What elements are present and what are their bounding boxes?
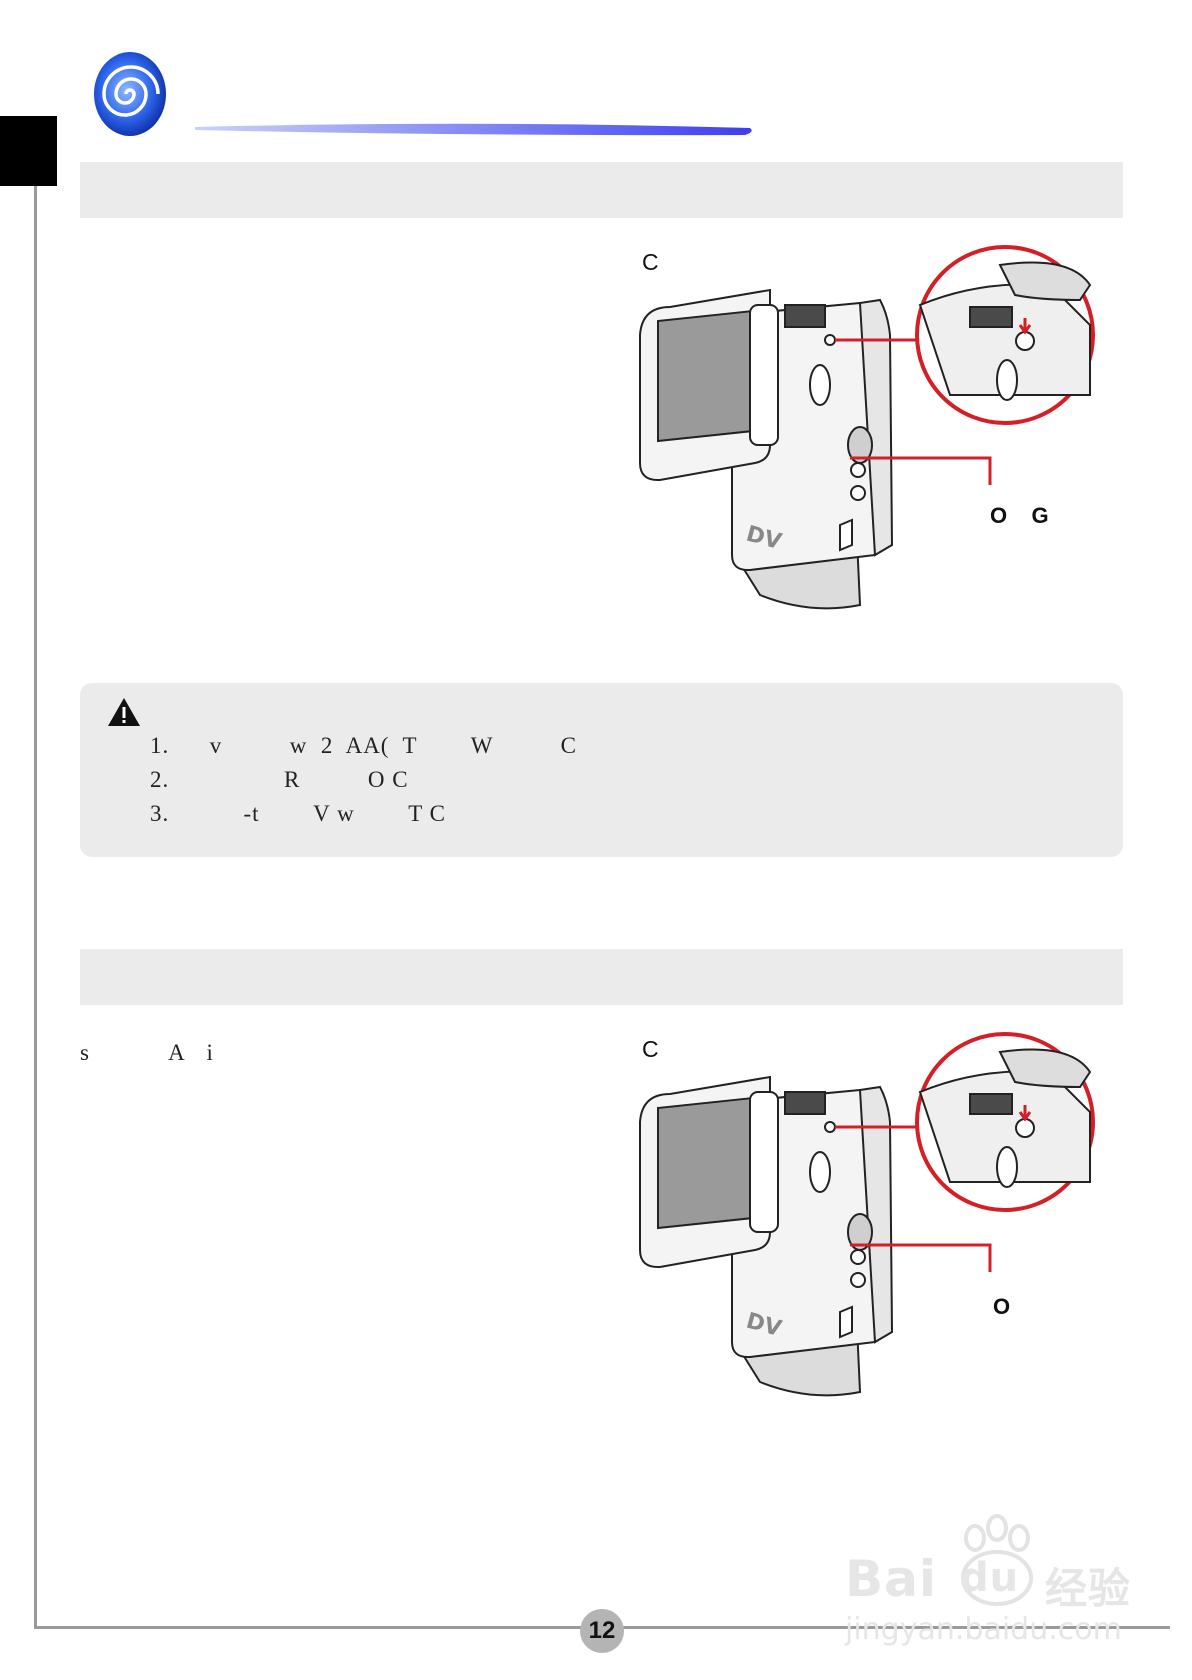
camera-figure-2: DV (639, 1032, 1095, 1397)
header-swoosh (195, 123, 752, 136)
watermark-main: Bai (845, 1550, 937, 1608)
page-frame-left (34, 186, 37, 1628)
paw-icon (961, 1514, 1033, 1606)
section-heading-band-1 (80, 162, 1123, 218)
baidu-watermark: Bai du 经验 jingyan.baidu.com (845, 1510, 1145, 1660)
note-item-2: 2. R O C (150, 767, 409, 792)
note-item-3: 3. -t V w T C (150, 801, 446, 826)
watermark-url: jingyan.baidu.com (845, 1612, 1122, 1647)
note-box (80, 683, 1123, 857)
note-item-1: 1. v w 2 AA( T W C (150, 733, 577, 758)
chapter-tab (0, 116, 57, 186)
figure-1-callout: O G (990, 503, 1049, 528)
section-heading-band-2 (80, 949, 1123, 1005)
figure-2-callout: O (993, 1294, 1011, 1319)
brand-logo (94, 52, 166, 136)
watermark-chinese: 经验 (1045, 1564, 1132, 1613)
camera-figure-1: DV (639, 245, 1095, 610)
figure-2-label: C (642, 1036, 659, 1062)
figure-1-label: C (642, 249, 659, 275)
warning-icon (108, 698, 140, 726)
page-number: 12 (580, 1609, 624, 1653)
section-2-text: s A i (80, 1040, 213, 1065)
watermark-paw-text: du (960, 1555, 1020, 1601)
